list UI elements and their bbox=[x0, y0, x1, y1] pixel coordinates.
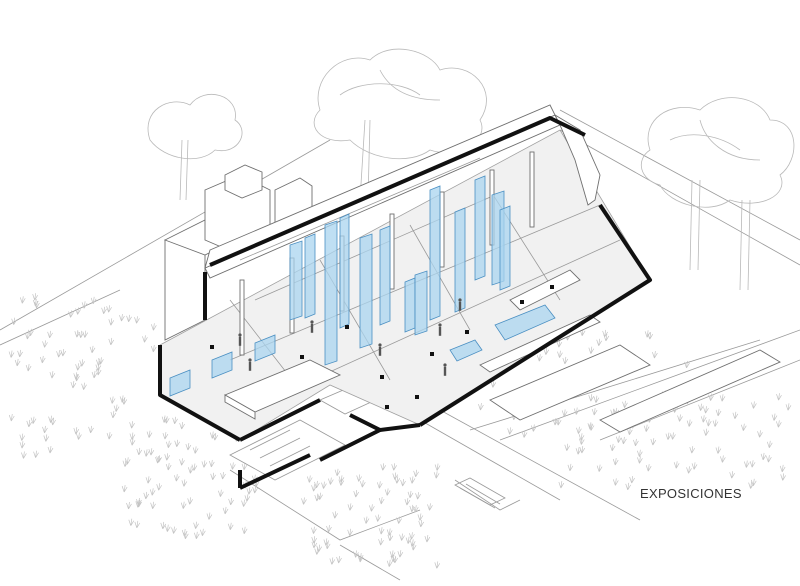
cut-wall-back bbox=[209, 116, 586, 267]
floor-marker bbox=[345, 325, 349, 329]
exhibition-panel bbox=[499, 205, 511, 291]
column bbox=[239, 279, 245, 356]
floor-marker bbox=[380, 375, 384, 379]
exhibition-panel bbox=[414, 270, 428, 336]
floor-marker bbox=[550, 285, 554, 289]
floor-marker bbox=[465, 330, 469, 334]
person-icon bbox=[443, 363, 447, 376]
floor-marker bbox=[385, 405, 389, 409]
exhibition-panel bbox=[304, 233, 316, 319]
exhibition-panel bbox=[289, 240, 303, 321]
drawing-caption: EXPOSICIONES bbox=[640, 486, 742, 501]
person-icon bbox=[378, 343, 382, 356]
exhibition-panels bbox=[289, 175, 511, 366]
floor-marker bbox=[430, 352, 434, 356]
column bbox=[439, 191, 445, 268]
exhibition-panel bbox=[474, 175, 486, 281]
column bbox=[389, 213, 395, 290]
exhibition-panel bbox=[359, 233, 373, 349]
floor-marker bbox=[210, 345, 214, 349]
person-icon bbox=[310, 320, 314, 333]
person-icon bbox=[248, 358, 252, 371]
person-icon bbox=[238, 333, 242, 346]
person-icon bbox=[438, 323, 442, 336]
floor-markers bbox=[210, 285, 554, 409]
person-icon bbox=[458, 298, 462, 311]
exhibition-panel bbox=[404, 277, 416, 333]
tree-icon bbox=[640, 97, 795, 291]
outdoor-terraces bbox=[454, 344, 781, 509]
exhibition-panel bbox=[429, 185, 441, 321]
floor-marker bbox=[520, 300, 524, 304]
exhibition-panel bbox=[379, 225, 391, 326]
exhibition-panel bbox=[454, 207, 466, 313]
trees bbox=[147, 48, 795, 291]
column bbox=[529, 151, 535, 228]
floor-marker bbox=[300, 355, 304, 359]
tree-icon bbox=[147, 94, 243, 201]
display-cases bbox=[169, 304, 556, 397]
exhibition-panel bbox=[339, 213, 350, 329]
floor-marker bbox=[415, 395, 419, 399]
visitors bbox=[238, 298, 462, 376]
exhibition-panel bbox=[324, 220, 338, 366]
cut-wall-right bbox=[418, 203, 652, 427]
cut-wall-left bbox=[158, 272, 241, 442]
building bbox=[158, 104, 652, 490]
